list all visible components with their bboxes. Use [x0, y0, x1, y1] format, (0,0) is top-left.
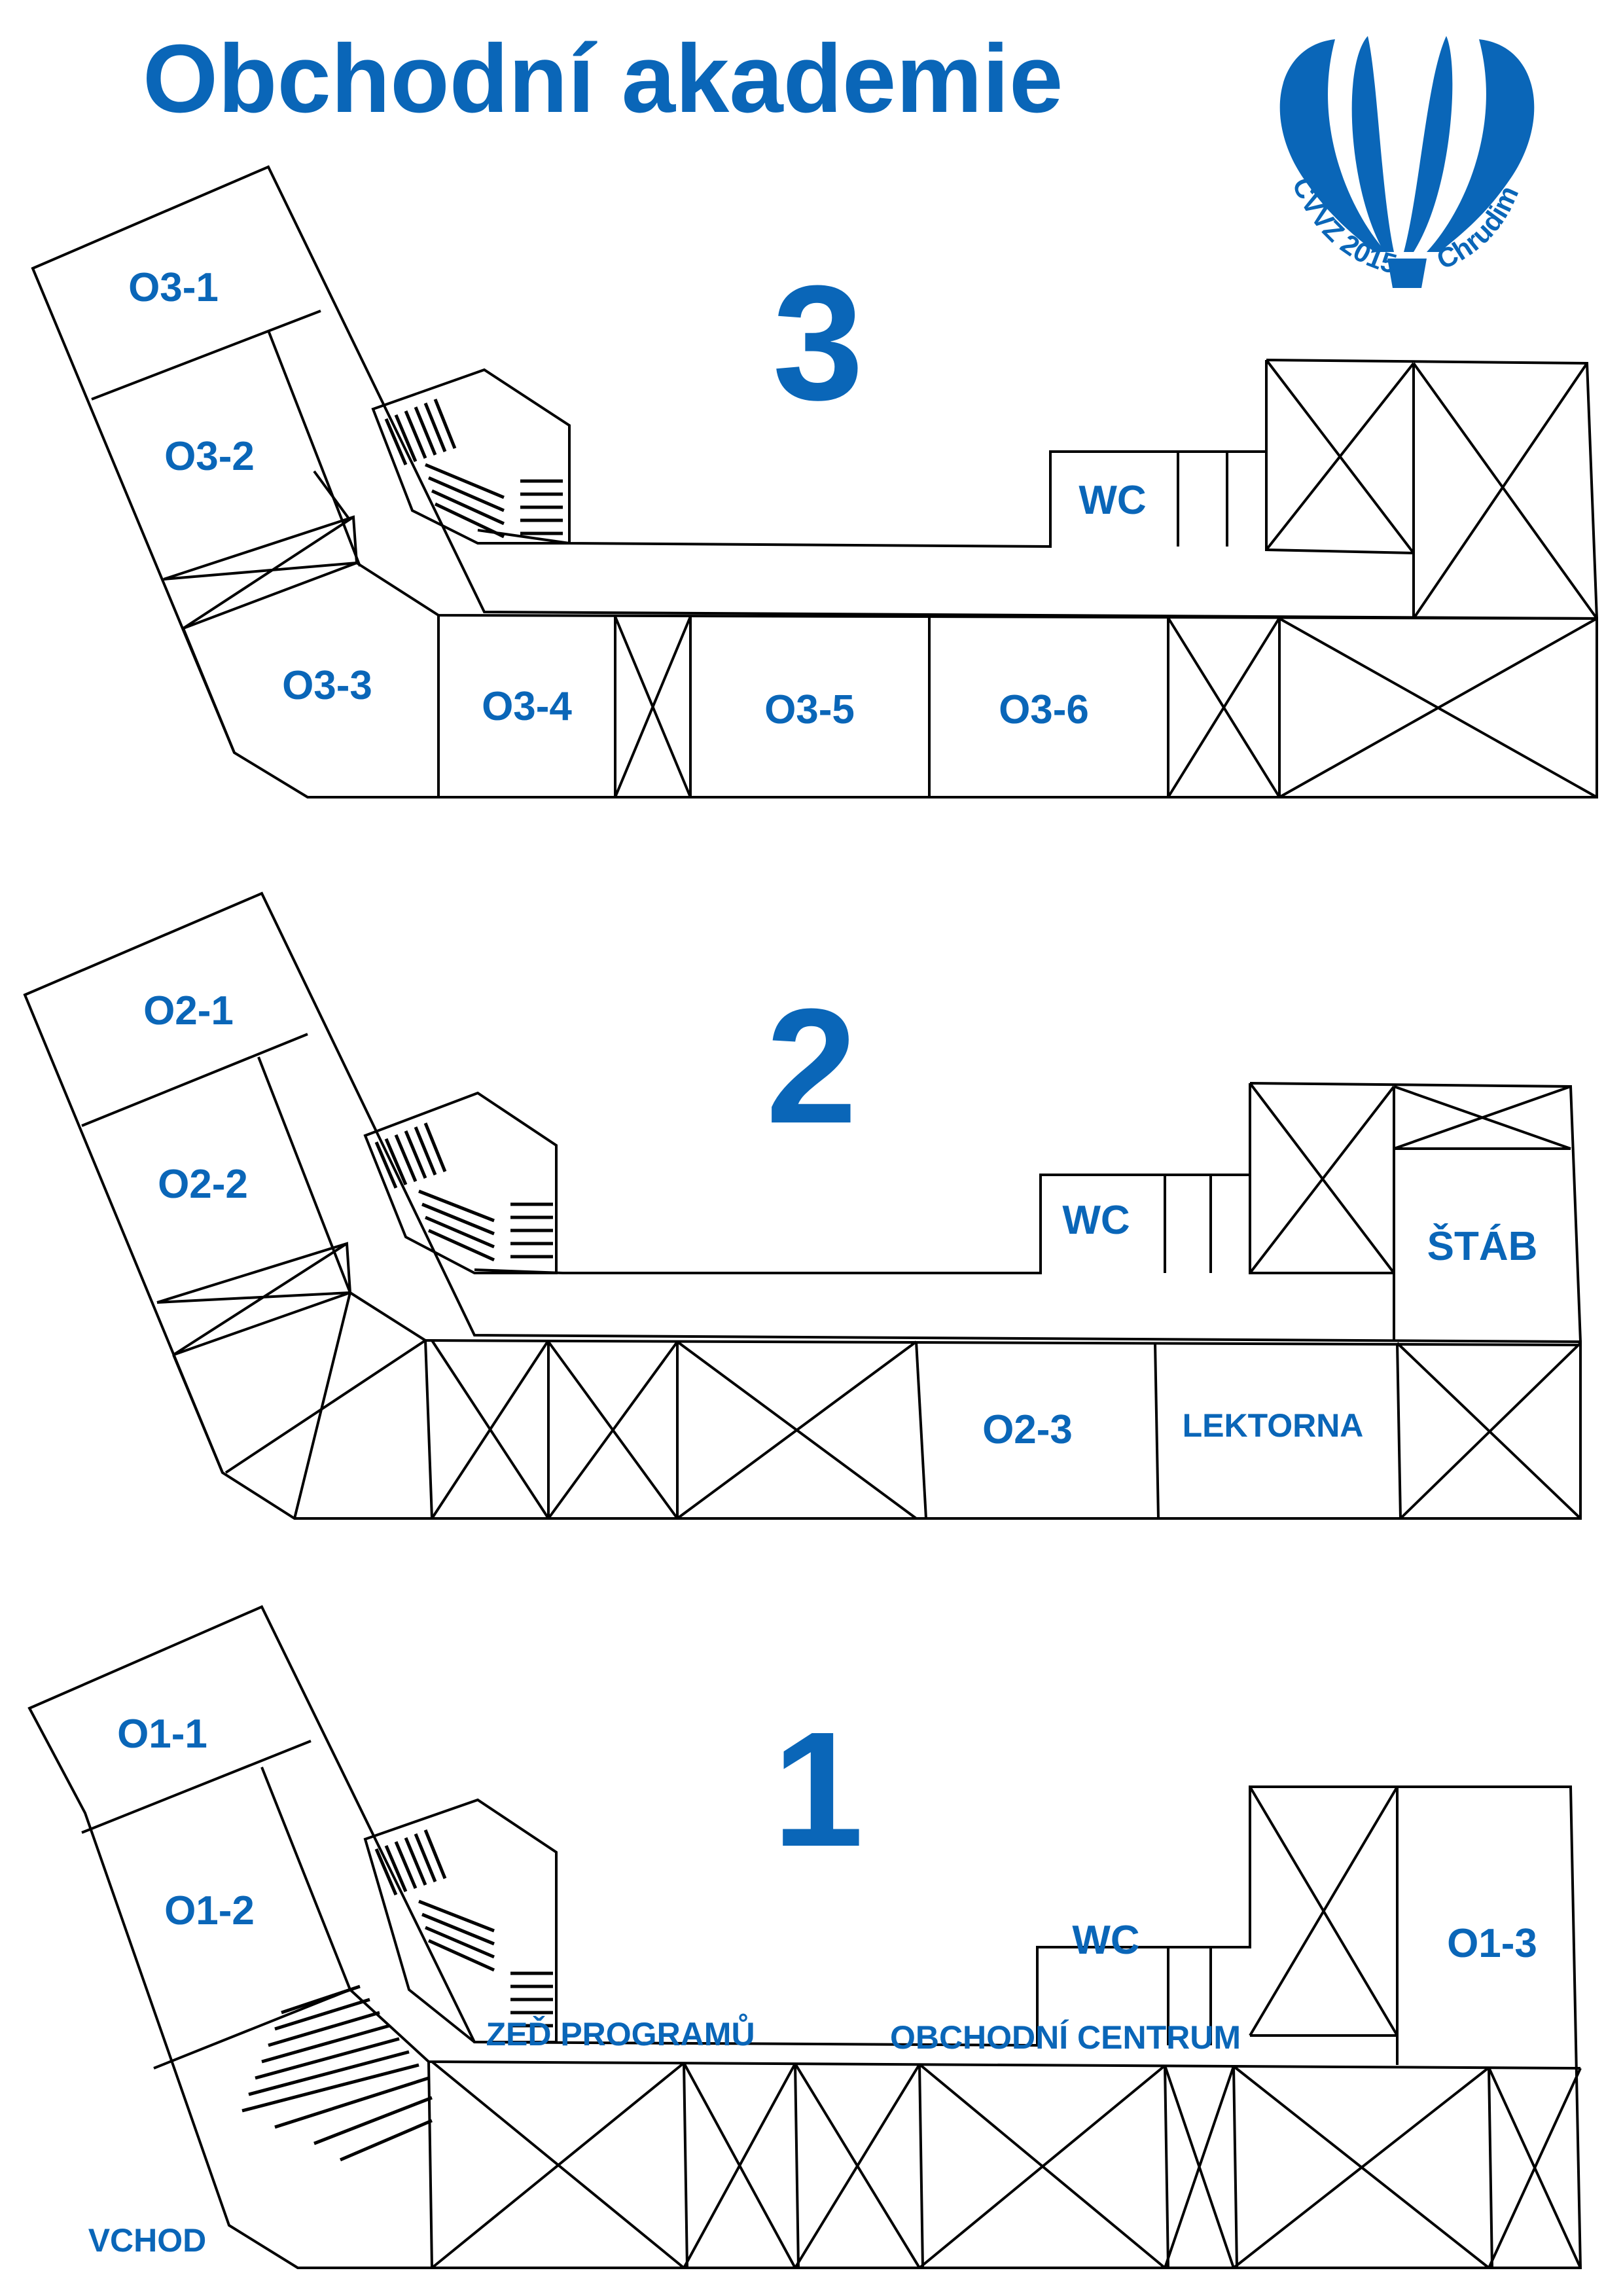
entrance-stairs [241, 1984, 433, 2162]
room-label: WC [1079, 478, 1146, 523]
floor-number: 2 [766, 975, 857, 1157]
floor-plan-1: O1-1 O1-2 O1-3 WC ZEĎ PROGRAMŮ OBCHODNÍ … [27, 1605, 1582, 2269]
room-label: LEKTORNA [1183, 1407, 1364, 1444]
room-label: O3-2 [164, 434, 255, 479]
room-label: O3-5 [764, 687, 855, 732]
room-label: WC [1072, 1918, 1139, 1963]
page-title: Obchodní akademie [143, 25, 1063, 133]
room-label: O1-3 [1447, 1921, 1537, 1966]
room-label: O2-3 [982, 1407, 1073, 1452]
room-label: ZEĎ PROGRAMŮ [486, 2013, 755, 2053]
room-label: O3-1 [128, 265, 219, 310]
stairs-3 [384, 399, 563, 539]
floor-plan-2: O2-1 O2-2 O2-3 WC ŠTÁB LEKTORNA 2 [23, 891, 1582, 1520]
room-label: OBCHODNÍ CENTRUM [890, 2019, 1241, 2056]
stairs-1 [374, 1829, 553, 2028]
stairs-2 [374, 1122, 553, 1262]
floor-number: 3 [772, 251, 863, 434]
room-label: WC [1062, 1198, 1130, 1243]
room-label: O2-1 [143, 988, 234, 1033]
room-label: O1-2 [164, 1888, 255, 1933]
room-label: ŠTÁB [1427, 1224, 1538, 1269]
room-label: O3-3 [282, 663, 372, 708]
floor-plan-3: O3-1 O3-2 O3-3 O3-4 O3-5 O3-6 WC 3 [31, 165, 1598, 798]
hot-air-balloon-icon: CVVZ 2015 Chrudim [1279, 36, 1535, 288]
room-label: O1-1 [117, 1712, 207, 1757]
room-label: O3-6 [999, 687, 1089, 732]
floor-number: 1 [772, 1698, 863, 1880]
room-label: O2-2 [158, 1162, 248, 1207]
entrance-label: VCHOD [88, 2222, 207, 2259]
room-label: O3-4 [482, 684, 572, 729]
